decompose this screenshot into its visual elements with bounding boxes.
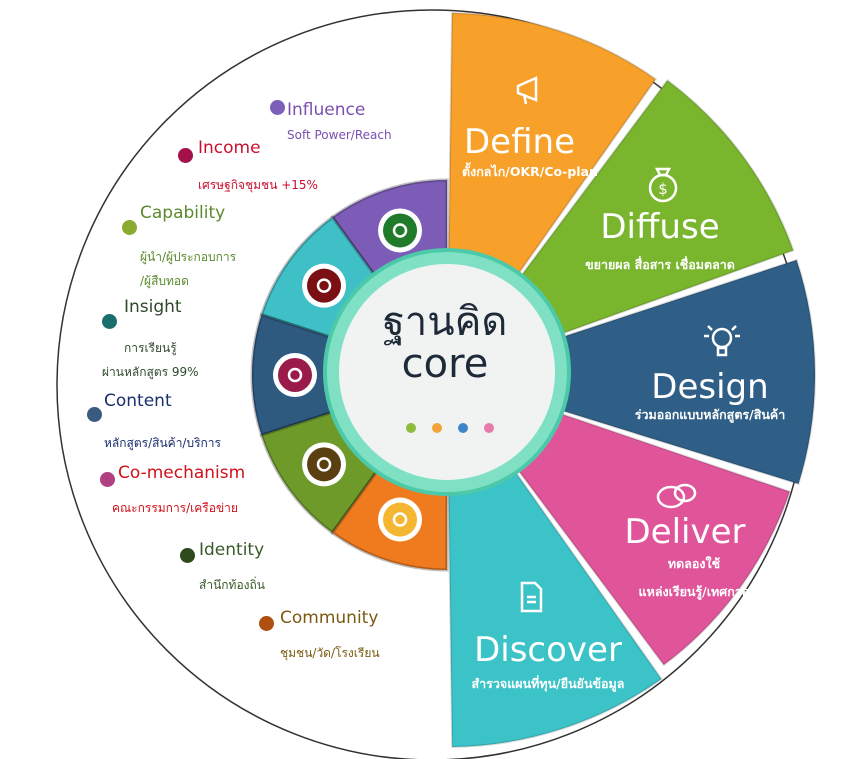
- leaf-spiral-icon: [378, 208, 423, 253]
- dharma-wheel-icon: [302, 263, 347, 308]
- label-subtitle: หลักสูตร/สินค้า/บริการ: [104, 436, 221, 450]
- label-title: Community: [280, 608, 379, 628]
- lightbulb-icon: [704, 325, 740, 357]
- segment-deliver[interactable]: Deliver ทดลองใช้ แหล่งเรียนรู้/เทศกาล: [585, 512, 785, 602]
- bullet-dot-icon: [180, 548, 195, 563]
- thai-ornament-icon: [302, 442, 347, 487]
- label-subtitle: Soft Power/Reach: [287, 128, 392, 142]
- hub-title-thai: ฐานคิด: [382, 299, 508, 345]
- segment-title: Diffuse: [600, 207, 720, 247]
- megaphone-icon: [516, 76, 538, 105]
- bullet-dot-icon: [259, 616, 274, 631]
- segment-subtitle: สำรวจแผนที่ทุน/ยืนยันข้อมูล: [471, 676, 625, 691]
- label-subtitle: เศรษฐกิจชุมชน +15%: [198, 178, 318, 192]
- money-bag-icon: $: [648, 167, 678, 203]
- label-title: Capability: [140, 203, 226, 223]
- segment-define[interactable]: Define ตั้งกลไก/OKR/Co-plan: [462, 122, 598, 182]
- label-subtitle: สำนึกท้องถิ่น: [199, 578, 265, 592]
- label-title: Influence: [287, 100, 366, 120]
- hub-dot: [458, 423, 468, 433]
- bullet-dot-icon: [102, 314, 117, 329]
- segment-subtitle-2: แหล่งเรียนรู้/เทศกาล: [638, 584, 750, 599]
- document-icon: [520, 581, 543, 613]
- segment-subtitle: ร่วมออกแบบหลักสูตร/สินค้า: [634, 407, 786, 422]
- label-subtitle: คณะกรรมการ/เครือข่าย: [112, 501, 238, 515]
- bullet-dot-icon: [122, 220, 137, 235]
- label-title: Insight: [124, 297, 182, 317]
- label-subtitle-2: /ผู้สืบทอด: [140, 274, 189, 288]
- label-title: Content: [104, 391, 172, 411]
- hub-dot: [432, 423, 442, 433]
- segment-discover[interactable]: Discover สำรวจแผนที่ทุน/ยืนยันข้อมูล: [448, 630, 648, 694]
- bullet-dot-icon: [100, 472, 115, 487]
- label-subtitle-2: ผ่านหลักสูตร 99%: [102, 365, 199, 379]
- stupa-icon: [378, 497, 423, 542]
- svg-text:$: $: [658, 180, 668, 198]
- bullet-dot-icon: [178, 148, 193, 163]
- hub-title-en: core: [401, 341, 489, 387]
- hub-dots: [406, 418, 510, 437]
- hub-title: ฐานคิด core: [340, 300, 550, 384]
- label-subtitle: การเรียนรู้: [124, 341, 177, 355]
- hub: [339, 264, 555, 480]
- label-subtitle: ชุมชน/วัด/โรงเรียน: [280, 646, 380, 660]
- segment-subtitle: ตั้งกลไก/OKR/Co-plan: [462, 164, 598, 179]
- segment-title: Design: [651, 367, 769, 407]
- hub-dot: [484, 423, 494, 433]
- segment-design[interactable]: Design ร่วมออกแบบหลักสูตร/สินค้า: [610, 367, 810, 425]
- bullet-dot-icon: [270, 100, 285, 115]
- segment-title: Discover: [474, 630, 622, 670]
- bullet-dot-icon: [87, 407, 102, 422]
- segment-title: Deliver: [624, 512, 746, 552]
- label-title: Identity: [199, 540, 265, 560]
- label-title: Co-mechanism: [118, 463, 246, 483]
- segment-diffuse[interactable]: Diffuse ขยายผล สื่อสาร เชื่อมตลาด: [560, 207, 760, 275]
- segment-subtitle: ขยายผล สื่อสาร เชื่อมตลาด: [585, 257, 735, 272]
- label-subtitle: ผู้นำ/ผู้ประกอบการ: [140, 250, 237, 264]
- label-title: Income: [198, 138, 261, 158]
- segment-subtitle: ทดลองใช้: [667, 556, 721, 571]
- chat-bubbles-icon: [656, 483, 697, 509]
- hub-dot: [406, 423, 416, 433]
- segment-title: Define: [464, 122, 575, 162]
- thai-flower-icon: [273, 353, 317, 397]
